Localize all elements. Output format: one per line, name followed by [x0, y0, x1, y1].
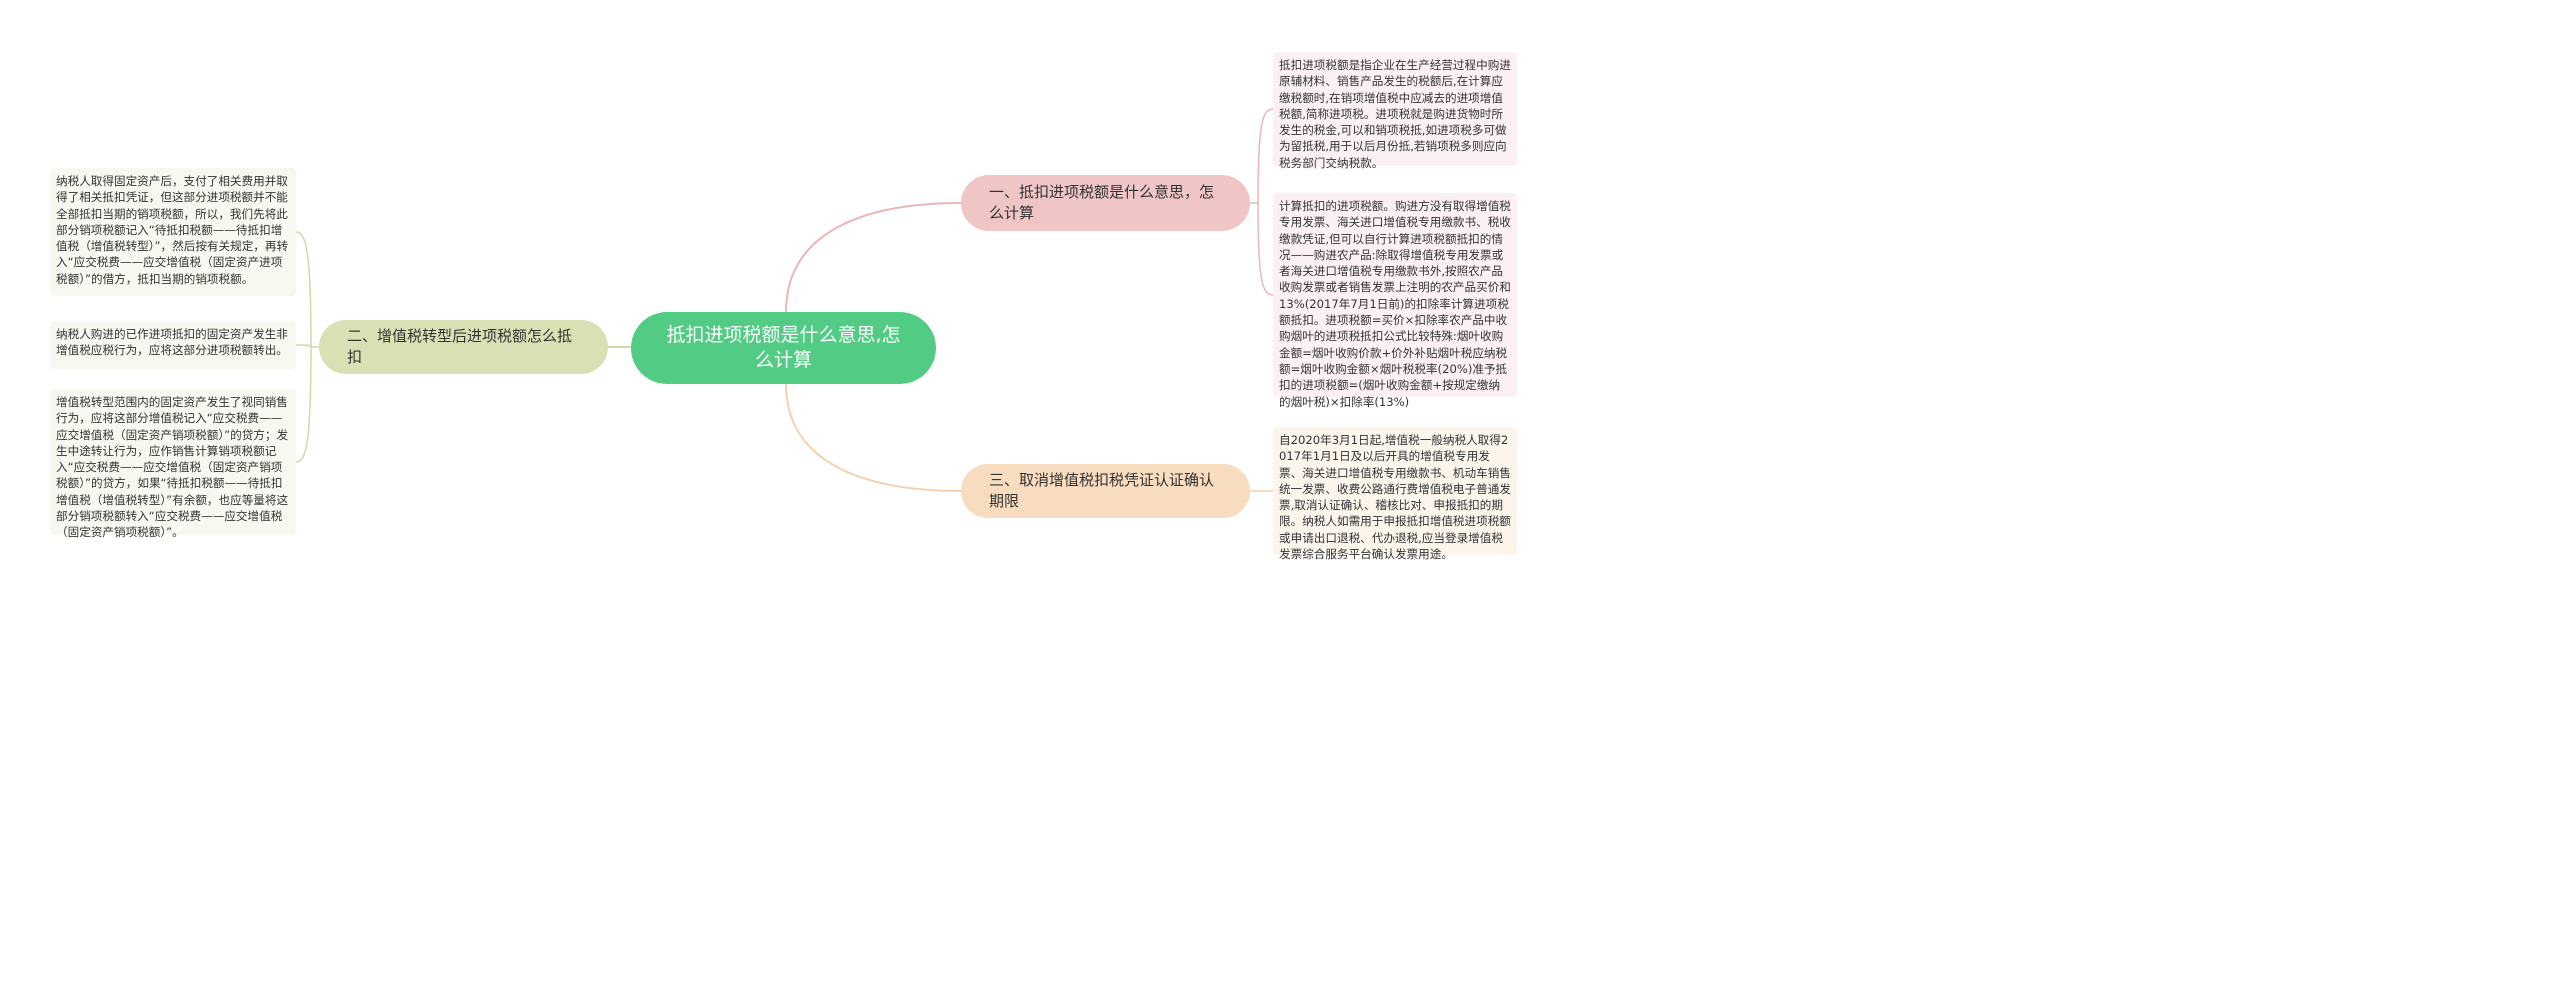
link-branch1-leaf2: [1257, 202, 1274, 296]
root-topic[interactable]: 抵扣进项税额是什么意思,怎么计算: [631, 312, 936, 384]
branch-topic-2-label: 二、增值税转型后进项税额怎么抵扣: [347, 327, 573, 366]
leaf-topic-3-1[interactable]: 自2020年3月1日起,增值税一般纳税人取得2017年1月1日及以后开具的增值税…: [1273, 427, 1517, 561]
connector-layer: [295, 108, 1274, 492]
branch-topic-3[interactable]: 三、取消增值税扣税凭证认证确认期限: [961, 464, 1250, 518]
link-root-branch3: [785, 383, 962, 492]
leaf-topic-3-1-text: 自2020年3月1日起,增值税一般纳税人取得2017年1月1日及以后开具的增值税…: [1279, 433, 1511, 562]
link-branch1-leaf1: [1257, 108, 1274, 204]
leaf-topic-2-3-text: 增值税转型范围内的固定资产发生了视同销售行为，应将这部分增值税记入“应交税费——…: [56, 395, 289, 540]
leaf-topic-1-2[interactable]: 计算抵扣的进项税额。购进方没有取得增值税专用发票、海关进口增值税专用缴款书、税收…: [1273, 193, 1517, 409]
link-branch2-leaf1: [295, 231, 312, 348]
branch-topic-2[interactable]: 二、增值税转型后进项税额怎么抵扣: [319, 320, 608, 374]
leaf-topic-2-1-text: 纳税人取得固定资产后，支付了相关费用并取得了相关抵扣凭证，但这部分进项税额并不能…: [56, 174, 289, 286]
leaf-topic-1-2-text: 计算抵扣的进项税额。购进方没有取得增值税专用发票、海关进口增值税专用缴款书、税收…: [1279, 199, 1511, 409]
root-topic-label: 抵扣进项税额是什么意思,怎么计算: [666, 324, 901, 371]
mindmap-canvas: 抵扣进项税额是什么意思,怎么计算 一、抵扣进项税额是什么意思，怎么计算 二、增值…: [0, 0, 1560, 605]
leaf-topic-2-2-text: 纳税人购进的已作进项抵扣的固定资产发生非增值税应税行为，应将这部分进项税额转出。: [56, 327, 288, 358]
branch-topic-3-label: 三、取消增值税扣税凭证认证确认期限: [989, 471, 1215, 510]
link-root-branch1: [785, 202, 962, 313]
branch-topic-1-label: 一、抵扣进项税额是什么意思，怎么计算: [989, 183, 1215, 222]
branch-topic-1[interactable]: 一、抵扣进项税额是什么意思，怎么计算: [961, 175, 1250, 231]
leaf-topic-2-1[interactable]: 纳税人取得固定资产后，支付了相关费用并取得了相关抵扣凭证，但这部分进项税额并不能…: [50, 168, 296, 296]
link-branch2-leaf2: [295, 344, 312, 348]
leaf-topic-2-2[interactable]: 纳税人购进的已作进项抵扣的固定资产发生非增值税应税行为，应将这部分进项税额转出。: [50, 321, 296, 369]
leaf-topic-1-1-text: 抵扣进项税额是指企业在生产经营过程中购进原辅材料、销售产品发生的税额后,在计算应…: [1279, 58, 1511, 170]
leaf-topic-1-1[interactable]: 抵扣进项税额是指企业在生产经营过程中购进原辅材料、销售产品发生的税额后,在计算应…: [1273, 52, 1517, 170]
link-branch2-leaf3: [295, 346, 312, 463]
leaf-topic-2-3[interactable]: 增值税转型范围内的固定资产发生了视同销售行为，应将这部分增值税记入“应交税费——…: [50, 389, 296, 539]
